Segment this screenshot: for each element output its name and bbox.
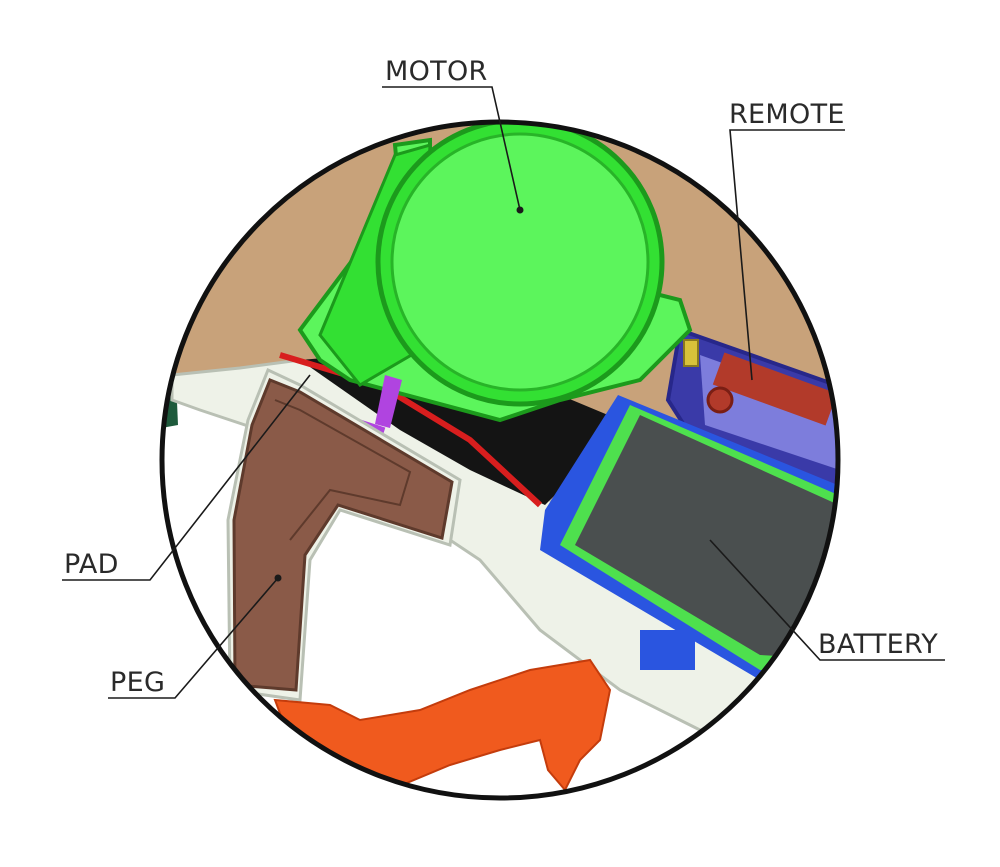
battery-pack: [540, 395, 838, 700]
battery-leader: [709, 539, 945, 661]
pad-label: PAD: [64, 549, 119, 580]
remote-module: [665, 327, 838, 508]
motor-leader: [382, 86, 521, 211]
remote-leader: [729, 129, 845, 381]
peg-label: PEG: [110, 667, 165, 698]
leader-lines: [62, 86, 945, 699]
pad-leader: [62, 374, 311, 581]
motor-assembly: [297, 122, 693, 423]
battery-label: BATTERY: [818, 629, 938, 660]
purple-bracket: [375, 375, 402, 428]
peg-leader: [108, 577, 279, 699]
red-trim: [279, 352, 543, 508]
peg-pad: [226, 367, 462, 702]
remote-label: REMOTE: [729, 99, 845, 130]
detail-circle: [162, 122, 838, 798]
motor-label: MOTOR: [385, 56, 488, 87]
